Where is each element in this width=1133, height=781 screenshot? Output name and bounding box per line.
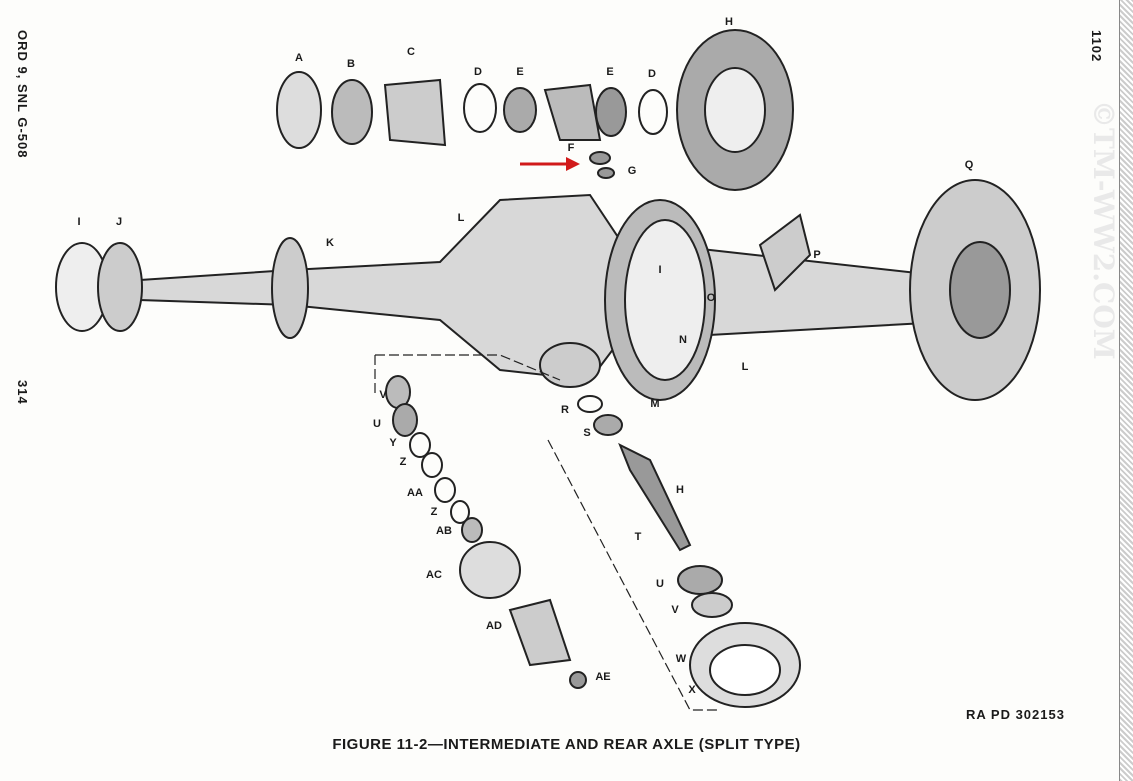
spider	[543, 83, 602, 141]
callout: S	[583, 427, 591, 439]
nut-ae	[569, 671, 587, 689]
callout: M	[650, 398, 660, 410]
part-e-second	[595, 87, 627, 137]
pinion-h	[618, 442, 692, 552]
callout: D	[474, 66, 482, 78]
callout: Z	[430, 506, 438, 518]
pinion-opening	[539, 342, 601, 388]
part-r	[577, 395, 603, 413]
callout: G	[627, 165, 637, 177]
callout: X	[688, 684, 696, 696]
alignment-lines	[374, 354, 720, 711]
yoke-ad	[508, 598, 572, 667]
callout: U	[373, 418, 381, 430]
callout: AC	[426, 569, 442, 581]
callout: Z	[399, 456, 407, 468]
callout: O	[706, 292, 716, 304]
callout: E	[516, 66, 524, 78]
callout: Q	[964, 159, 974, 171]
callout: R	[561, 404, 569, 416]
callout: H	[676, 484, 684, 496]
brake-drum-hub	[949, 241, 1011, 339]
part-a	[276, 71, 322, 149]
part-y	[409, 432, 431, 458]
part-v-second	[691, 592, 733, 618]
callout: U	[656, 578, 664, 590]
callout: AB	[436, 525, 452, 537]
callout: H	[725, 16, 733, 28]
part-ab	[461, 517, 483, 543]
pinion-cage-inner	[709, 644, 781, 696]
ring-gear-hub	[704, 67, 766, 153]
cover-inner	[624, 219, 706, 381]
part-c	[383, 78, 447, 147]
callout: L	[457, 212, 465, 224]
figure-reference: RA PD 302153	[966, 707, 1065, 722]
bracket-p	[758, 213, 812, 292]
callout: V	[671, 604, 679, 616]
callout: L	[741, 361, 749, 373]
callout: K	[326, 237, 334, 249]
callout: P	[813, 249, 821, 261]
callout: W	[675, 653, 687, 665]
part-aa	[434, 477, 456, 503]
part-u	[392, 403, 418, 437]
callout: N	[679, 334, 687, 346]
callout: AA	[407, 487, 423, 499]
callout: I	[77, 216, 81, 228]
gasket-j	[97, 242, 143, 332]
housing-flange	[271, 237, 309, 339]
part-e	[503, 87, 537, 133]
callout: T	[634, 531, 642, 543]
callout: V	[379, 389, 387, 401]
callout: F	[567, 142, 575, 154]
callout: I	[658, 264, 662, 276]
highlight-arrow	[520, 157, 580, 171]
callout: J	[115, 216, 123, 228]
part-z	[421, 452, 443, 478]
figure-caption: FIGURE 11-2—INTERMEDIATE AND REAR AXLE (…	[332, 736, 801, 753]
part-s	[593, 414, 623, 436]
part-u-second	[677, 565, 723, 595]
part-b	[331, 79, 373, 145]
part-g	[597, 167, 615, 179]
callout: A	[295, 52, 303, 64]
callout: Y	[389, 437, 397, 449]
arrow-head	[566, 157, 580, 171]
part-f	[589, 151, 611, 165]
callout: D	[648, 68, 656, 80]
callout: AD	[486, 620, 502, 632]
companion-flange-ac	[459, 541, 521, 599]
part-z-second	[450, 500, 470, 524]
part-d-second	[638, 89, 668, 135]
page-edge	[1119, 0, 1133, 781]
callout: E	[606, 66, 614, 78]
callout: C	[407, 46, 415, 58]
part-d	[463, 83, 497, 133]
callout: B	[347, 58, 355, 70]
callout: AE	[595, 671, 611, 683]
